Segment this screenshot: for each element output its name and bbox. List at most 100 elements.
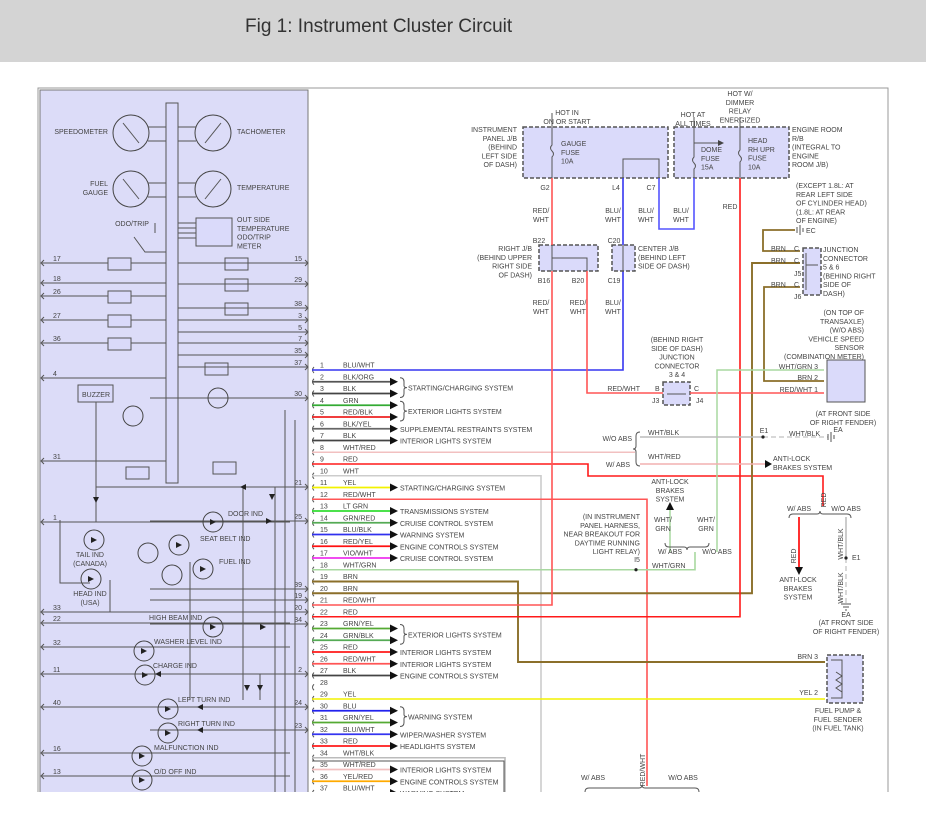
cluster-pin-number: 34 [294,617,302,624]
pin-number: 4 [320,398,324,405]
label-ground-ec-loc: REAR LEFT SIDE [796,192,853,199]
pin-number: 33 [320,739,328,746]
wire-10 [312,474,542,792]
system-label: ENGINE CONTROLS SYSTEM [400,779,499,786]
outside-temp-meter [195,217,233,247]
label-head-ind: HEAD IND [73,591,106,598]
cluster-module [224,302,249,316]
diode-icon [197,727,203,733]
label-i5: I5 [634,557,640,564]
label-fuel-pump: FUEL SENDER [814,717,863,724]
wire-color-label: BLU/WHT [343,363,375,370]
label-ground-ec-loc: (EXCEPT 1.8L: AT [796,183,854,190]
arrow-right-icon [390,636,398,645]
wire-color-label: WHT [343,468,360,475]
pin-number: 28 [320,680,328,687]
cluster-pin-number: 29 [294,277,302,284]
system-label: CRUISE CONTROL SYSTEM [400,521,493,528]
indicator-lamp-icon [168,534,190,556]
gauge-leads [148,182,166,198]
cluster-pin-line [40,259,166,267]
gauge-leads [178,182,196,198]
label-engine-rb: (INTEGRAL TO [792,145,841,152]
cluster-pin-number: 15 [294,256,302,263]
wire-color-label: BLU/WHT [343,727,375,734]
label-harness-note: LIGHT RELAY) [593,549,640,556]
arrow-right-icon [390,518,398,527]
arrow-right-icon [390,718,398,727]
label-j3: J3 [652,398,660,405]
label-wo-abs-2: W/O ABS [702,549,732,556]
label-abs-2: ANTI-LOCK [651,479,689,486]
label-jc34-c: C [694,386,699,393]
label-fuel-pump: FUEL PUMP & [815,708,862,715]
diode-icon [197,704,203,710]
cluster-pin-number: 13 [53,769,61,776]
wire-color-label: BRN [343,574,358,581]
cluster-pin-line [178,316,309,324]
indicator-lamp-icon [133,640,155,662]
cluster-pin-line [178,280,309,288]
arrow-right-icon [390,389,398,398]
label-engine-rb: ENGINE ROOM [792,127,843,134]
cluster-pin-line [40,619,290,627]
wire-34 [312,756,506,792]
arrow-right-icon [390,507,398,515]
pin-number: 21 [320,598,328,605]
diode-icon [240,484,246,490]
cluster-pin-line [40,772,290,780]
pin-number: 2 [320,374,324,381]
label-hot-dimmer: HOT W/ [727,91,752,98]
cluster-module [107,257,132,271]
arrow-right-icon [390,483,398,492]
label-wo-abs-1: W/O ABS [602,436,632,443]
label-hot-dimmer: ENERGIZED [720,117,761,124]
arrow-right-icon [390,730,398,739]
system-label: SUPPLEMENTAL RESTRAINTS SYSTEM [400,427,532,434]
cluster-pin-number: 30 [294,391,302,398]
pin-number: 7 [320,433,324,440]
cluster-pin-number: 32 [53,640,61,647]
diode-icon [266,518,272,524]
label-malfunction-ind: MALFUNCTION IND [154,745,219,752]
led-icon [139,777,145,783]
label-head-fuse: RH UPR [748,147,775,154]
indicator-lamp-icon [131,745,153,767]
pin-number: 32 [320,727,328,734]
label-w-abs-1: W/ ABS [606,462,630,469]
label-jc34: JUNCTION [659,355,694,362]
pin-number: 23 [320,621,328,628]
cluster-module [212,461,237,475]
label-j6: J6 [794,294,802,301]
wire-18 [312,552,696,571]
wire-color-label: BLU/WHT [343,786,375,793]
label-brn-b: BRN [771,258,786,265]
cluster-pin-number: 2 [298,667,302,674]
cluster-pin-line [40,749,290,757]
system-label: WIPER/WASHER SYSTEM [400,732,486,739]
vertical-wire-label: RED [791,549,798,564]
wire-color-label: BLU [343,703,357,710]
cluster-module [125,466,150,480]
wire-12 [312,498,648,786]
system-label: WARNING SYSTEM [400,533,464,540]
cluster-pin-number: 33 [53,605,61,612]
label-outside-temp: METER [237,243,262,250]
braces [584,431,852,792]
indicator-lamp-icon [157,698,179,720]
system-label: ENGINE CONTROLS SYSTEM [400,674,499,681]
led-icon [210,624,216,630]
system-label: INTERIOR LIGHTS SYSTEM [400,768,492,775]
wire-color-label: BLK [343,433,357,440]
cluster-module [204,362,229,376]
label-washer-level-ind: WASHER LEVEL IND [154,639,222,646]
arrow-right-icon [390,401,398,410]
page-title: Fig 1: Instrument Cluster Circuit [245,16,513,37]
label-head-ind: (USA) [80,600,99,607]
label-tail-ind: TAIL IND [76,552,104,559]
label-abs-3: BRAKES [784,586,813,593]
label-tachometer: TACHOMETER [237,129,285,136]
label-w-blu-wht-1: WHT [605,217,622,224]
arrow-right-icon [765,460,772,468]
wire-brn-sensor [763,286,824,382]
